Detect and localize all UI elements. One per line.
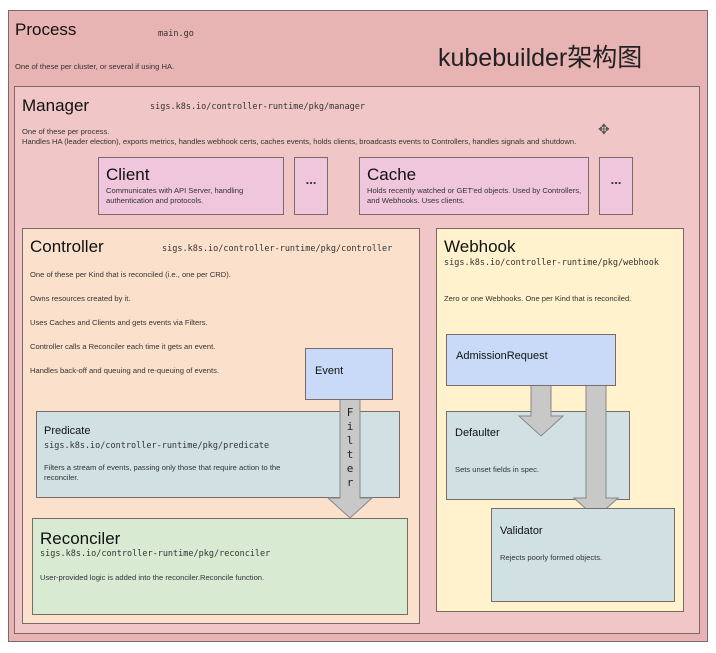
predicate-box [36, 411, 400, 498]
reconciler-box [32, 518, 408, 615]
cache-title: Cache [367, 165, 417, 184]
controller-line-2: Owns resources created by it. [30, 294, 131, 303]
reconciler-title: Reconciler [40, 529, 121, 548]
cache-ellipsis: ... [599, 157, 633, 215]
client-ellipsis: ... [294, 157, 328, 215]
filter-letter: F [346, 406, 354, 419]
webhook-desc: Zero or one Webhooks. One per Kind that … [444, 294, 632, 303]
predicate-title: Predicate [44, 425, 91, 437]
controller-path: sigs.k8s.io/controller-runtime/pkg/contr… [162, 244, 393, 254]
admission-request-label: AdmissionRequest [456, 350, 548, 362]
client-desc: Communicates with API Server, handling a… [106, 186, 244, 205]
controller-line-3: Uses Caches and Clients and gets events … [30, 318, 208, 327]
process-desc: One of these per cluster, or several if … [15, 62, 175, 71]
manager-title: Manager [22, 96, 90, 115]
validator-desc: Rejects poorly formed objects. [500, 553, 603, 562]
controller-line-1: One of these per Kind that is reconciled… [30, 270, 231, 279]
filter-letter: l [346, 434, 354, 447]
webhook-title: Webhook [444, 237, 516, 256]
event-label: Event [315, 365, 344, 377]
validator-title: Validator [500, 525, 543, 537]
controller-title: Controller [30, 237, 104, 256]
defaulter-desc: Sets unset fields in spec. [455, 465, 539, 474]
filter-letter: e [346, 462, 354, 475]
process-title: Process [15, 20, 77, 39]
process-path: main.go [158, 29, 194, 39]
manager-path: sigs.k8s.io/controller-runtime/pkg/manag… [150, 102, 365, 112]
admission-request-box [446, 334, 616, 386]
reconciler-desc: User-provided logic is added into the re… [40, 573, 265, 582]
manager-desc-1: One of these per process. [22, 127, 110, 136]
predicate-path: sigs.k8s.io/controller-runtime/pkg/predi… [44, 441, 270, 451]
cache-box [359, 157, 589, 215]
move-cursor-icon: ✥ [598, 121, 610, 137]
diagram-title: kubebuilder架构图 [438, 44, 643, 72]
predicate-desc: Filters a stream of events, passing only… [44, 463, 281, 482]
defaulter-title: Defaulter [455, 427, 500, 439]
filter-letter: r [346, 476, 354, 489]
default-arrow [517, 382, 565, 437]
client-title: Client [106, 165, 150, 184]
validate-arrow [572, 382, 620, 519]
reconciler-path: sigs.k8s.io/controller-runtime/pkg/recon… [40, 549, 271, 559]
webhook-path: sigs.k8s.io/controller-runtime/pkg/webho… [444, 258, 659, 268]
filter-letter: i [346, 420, 354, 433]
controller-line-5: Handles back-off and queuing and re-queu… [30, 366, 219, 375]
client-box [98, 157, 284, 215]
manager-desc-2: Handles HA (leader election), exports me… [22, 137, 577, 146]
event-box [305, 348, 393, 400]
filter-letter: t [346, 448, 354, 461]
filter-label: F i l t e r [344, 406, 356, 490]
controller-line-4: Controller calls a Reconciler each time … [30, 342, 216, 351]
cache-desc: Holds recently watched or GET'ed objects… [367, 186, 582, 205]
filter-arrow [326, 398, 374, 519]
validator-box [491, 508, 675, 602]
